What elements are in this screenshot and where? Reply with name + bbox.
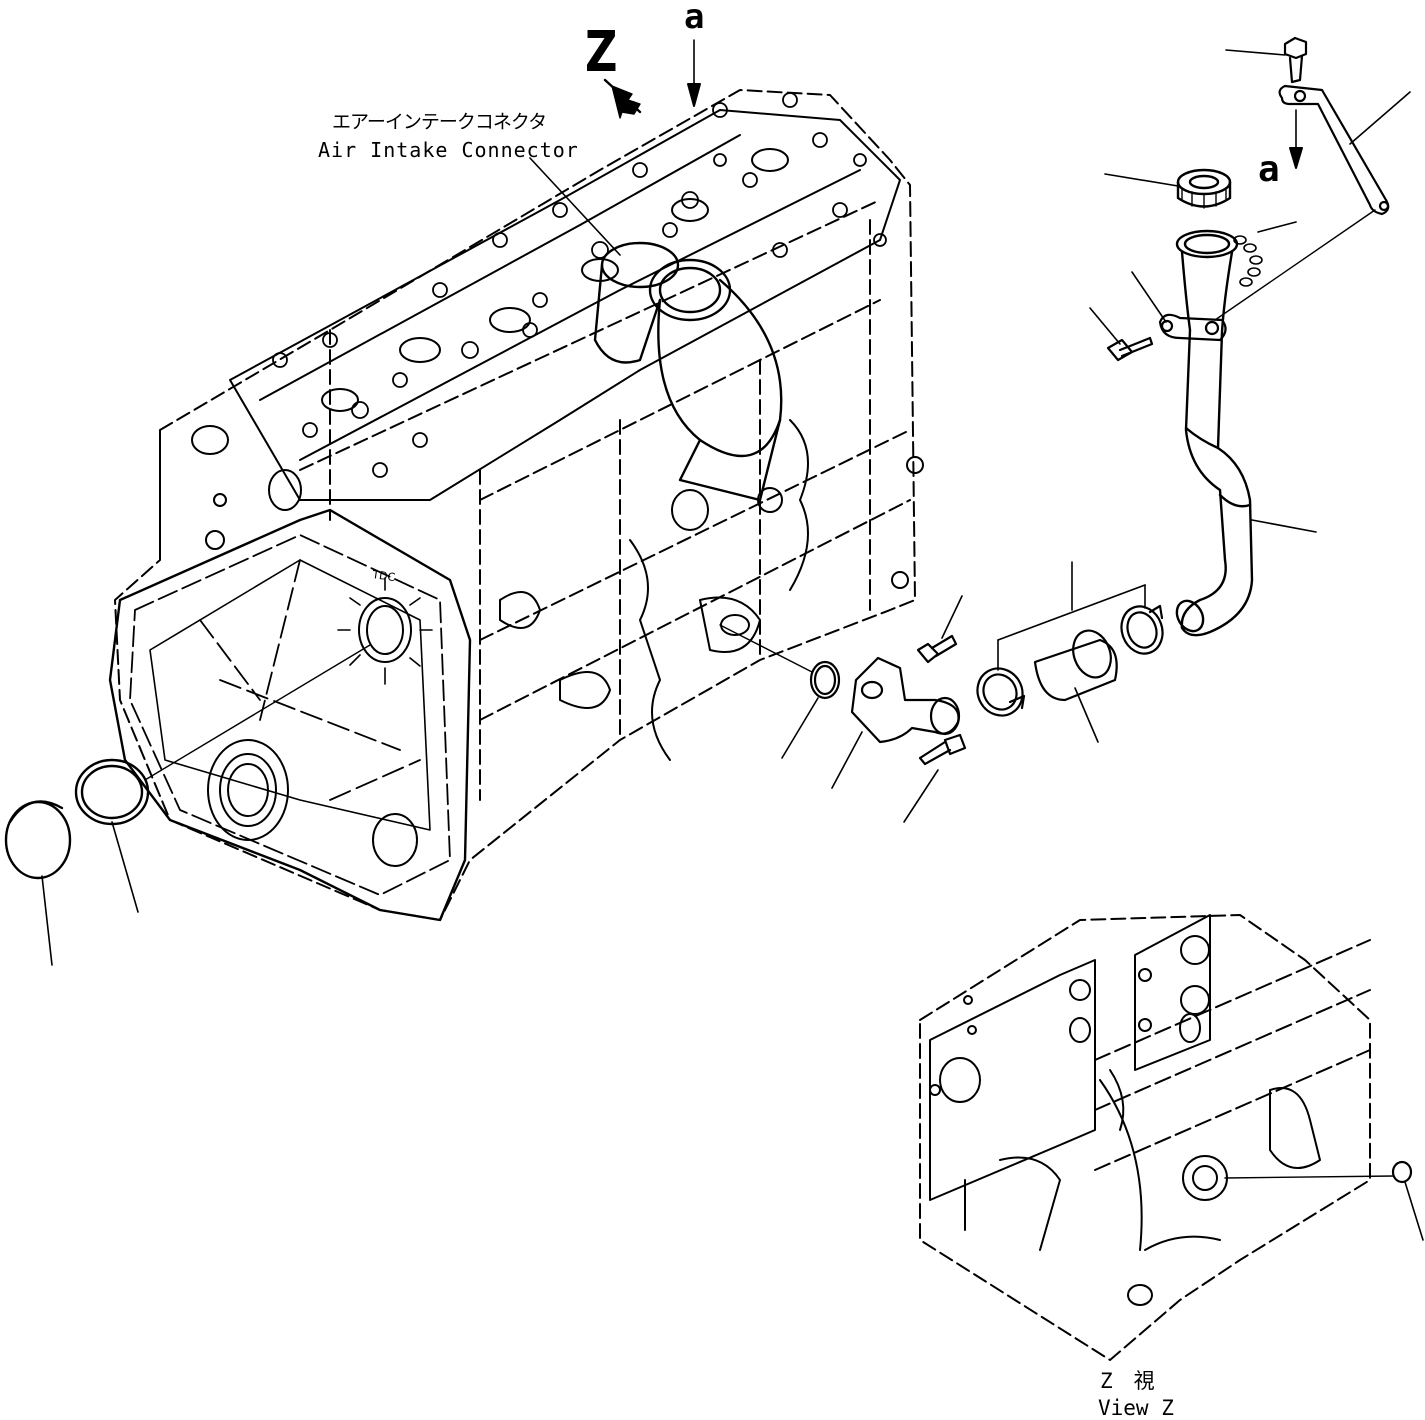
oil-filler-tube [1175, 229, 1254, 637]
hose-clamp-right [1120, 604, 1164, 655]
leader-elbow-bolt [903, 769, 939, 823]
bracket-bolt [1283, 36, 1308, 84]
leader-o-ring-to-block [719, 624, 813, 673]
clamp-bolt [1106, 336, 1154, 362]
hose-clamp-left [976, 667, 1026, 717]
sensor-plug [916, 634, 958, 664]
leader-filler-cap [1104, 173, 1179, 187]
filler-chain [1233, 235, 1263, 287]
air-intake-connector [593, 241, 783, 502]
leader-clamp [1131, 271, 1167, 323]
view-z-caption-jp: Z 視 [1100, 1369, 1155, 1393]
rubber-hose [1033, 629, 1118, 702]
leader-bracket-to-clamp [1214, 209, 1376, 321]
view-z-marker: Z [585, 20, 618, 85]
front-seal-ring [74, 758, 150, 826]
leader-view-z-o-ring-down [1404, 1181, 1424, 1241]
oil-filler-cap [1176, 168, 1232, 209]
leader-hose [1074, 687, 1099, 743]
leader-front-seal [111, 821, 139, 913]
leader-filler-tube [1251, 519, 1317, 533]
leader-o-ring [781, 697, 819, 759]
leader-clamp-bolt [1089, 307, 1121, 345]
engine-block: TDC [108, 89, 924, 922]
marker-a-right: a [1258, 149, 1280, 190]
air-intake-label-en: Air Intake Connector [318, 138, 579, 162]
view-z-o-ring [1391, 1160, 1413, 1184]
leader-front-cap [41, 875, 53, 966]
arrow-a-top [687, 39, 701, 107]
leader-seal-to-block [144, 644, 371, 781]
view-z-caption-en: View Z [1098, 1396, 1174, 1420]
leader-sensor-plug [941, 595, 963, 639]
view-z-inset [919, 914, 1371, 1361]
tdc-mark: TDC [371, 568, 397, 584]
leader-chain [1257, 221, 1297, 233]
view-z-arrow [603, 78, 642, 119]
leader-hose-clamps [997, 561, 1146, 671]
arrow-a-right [1289, 109, 1303, 169]
oil-elbow [850, 656, 961, 744]
leader-elbow [831, 731, 863, 789]
air-intake-label-jp: エアーインテークコネクタ [332, 111, 547, 133]
leader-bracket-bolt [1225, 49, 1286, 56]
filler-bracket [1278, 84, 1390, 216]
marker-a-top: a [684, 0, 705, 37]
leader-bracket [1349, 91, 1411, 145]
tube-clamp [1158, 313, 1227, 342]
leader-air-intake [529, 157, 621, 256]
elbow-bolt [918, 733, 967, 766]
front-cover-cap [4, 800, 72, 880]
leader-view-z-o-ring [1224, 1175, 1395, 1179]
elbow-o-ring [809, 660, 841, 700]
